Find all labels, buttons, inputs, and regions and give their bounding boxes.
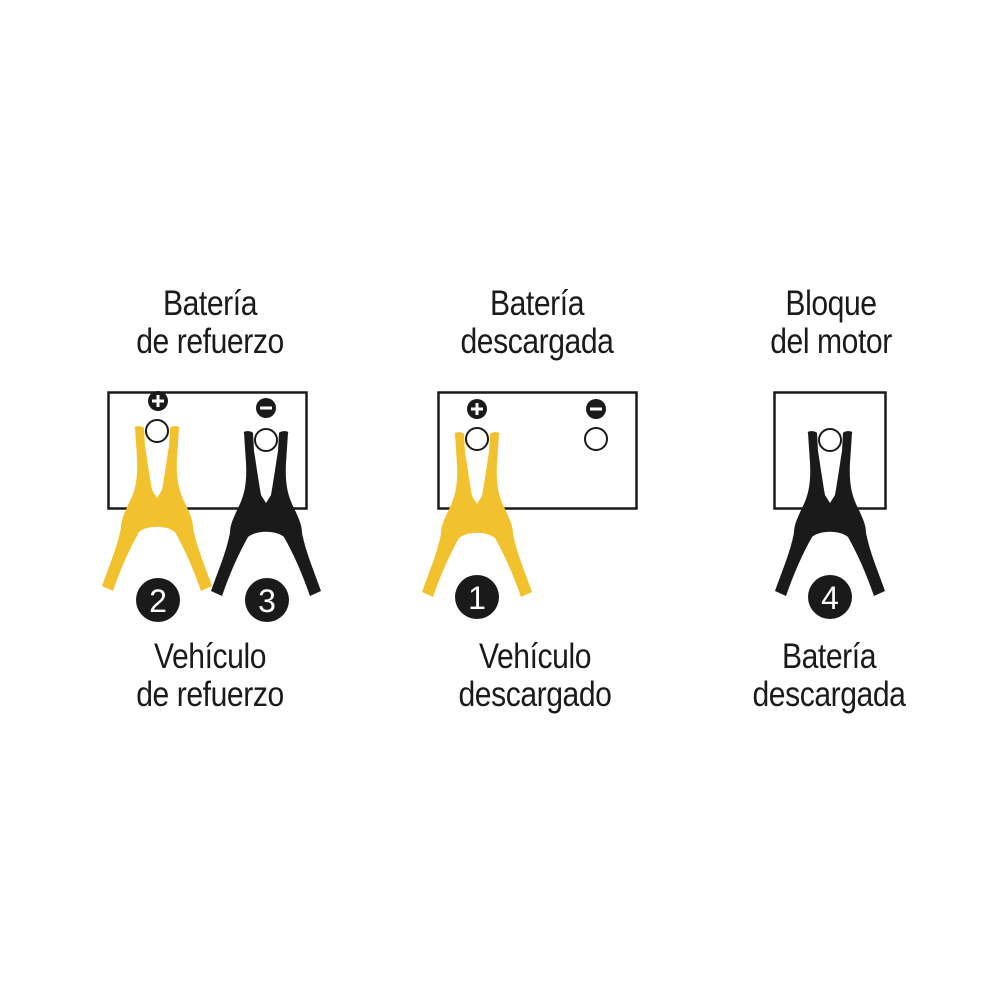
positive-terminal: [465, 427, 489, 451]
caption-line-1: Vehículo: [153, 637, 267, 676]
discharged-vehicle-caption: Vehículo descargado: [449, 638, 621, 714]
title-line-2: del motor: [770, 322, 892, 361]
caption-line-1: Batería: [781, 637, 877, 676]
ground-clamp: [775, 431, 885, 596]
caption-line-2: de refuerzo: [136, 675, 284, 714]
title-line-1: Bloque: [785, 284, 877, 323]
caption-line-1: Vehículo: [478, 637, 592, 676]
svg-text:2: 2: [149, 583, 167, 619]
svg-text:3: 3: [258, 583, 276, 619]
plus-icon: [148, 391, 168, 411]
booster-battery-title: Batería de refuerzo: [124, 285, 296, 361]
step-badge-1: 1: [455, 575, 499, 619]
negative-terminal: [584, 427, 608, 451]
engine-block-caption: Batería descargada: [743, 638, 915, 714]
svg-text:1: 1: [468, 580, 486, 616]
minus-icon: [586, 399, 606, 419]
positive-terminal: [145, 419, 169, 443]
discharged-battery-title: Batería descargada: [451, 285, 623, 361]
caption-line-2: descargado: [458, 675, 612, 714]
title-line-1: Batería: [489, 284, 585, 323]
discharged-battery-outline: [437, 391, 638, 510]
step-badge-3: 3: [245, 578, 289, 622]
svg-text:4: 4: [821, 580, 839, 616]
step-badge-4: 4: [808, 575, 852, 619]
booster-vehicle-caption: Vehículo de refuerzo: [124, 638, 296, 714]
ground-point: [818, 428, 842, 452]
engine-block-title: Bloque del motor: [745, 285, 917, 361]
title-line-2: de refuerzo: [136, 322, 284, 361]
caption-line-2: descargada: [752, 675, 906, 714]
title-line-1: Batería: [162, 284, 258, 323]
negative-clamp: [211, 431, 321, 596]
minus-icon: [256, 398, 276, 418]
negative-terminal: [254, 428, 278, 452]
plus-icon: [467, 399, 487, 419]
booster-battery-outline: [107, 391, 308, 510]
title-line-2: descargada: [460, 322, 614, 361]
step-badge-2: 2: [136, 578, 180, 622]
